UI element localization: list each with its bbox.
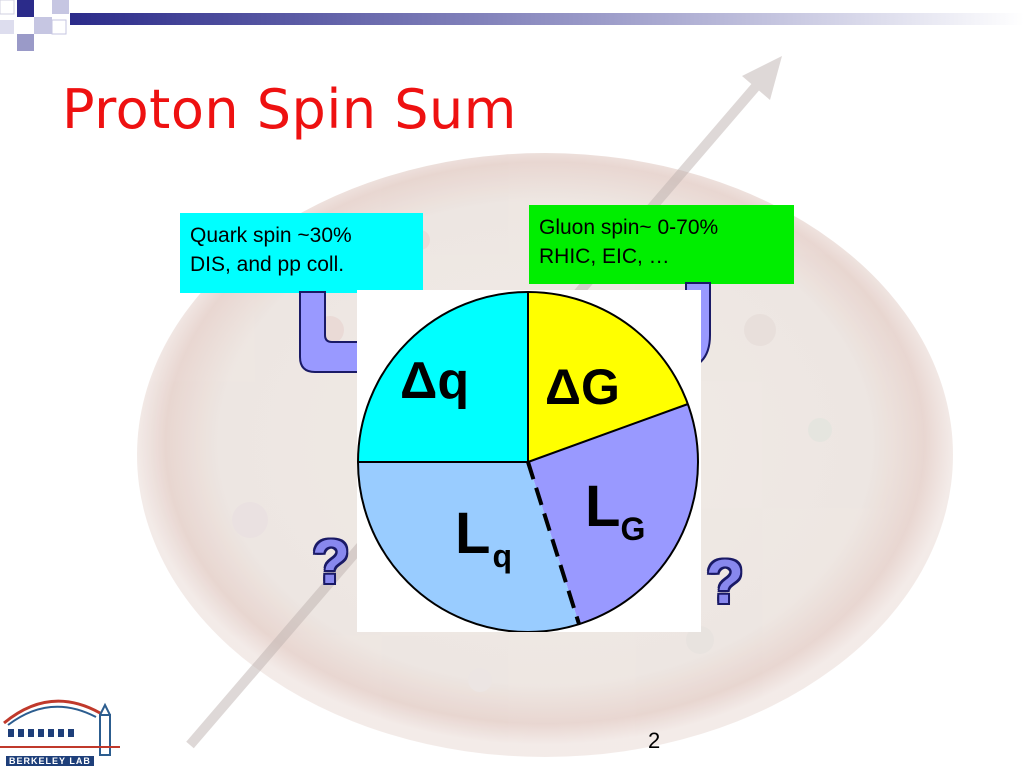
question-mark-left-icon: ? [312, 528, 350, 597]
l-q-segment [358, 462, 579, 632]
l-q-label: Lq [455, 505, 512, 573]
header-bar [70, 13, 1024, 25]
page-number: 2 [648, 728, 661, 753]
segment-divider-dashed [526, 461, 581, 625]
quark-experiments-line: DIS, and pp coll. [190, 253, 345, 276]
spin-pie-chart [357, 290, 701, 632]
l-g-segment [528, 404, 699, 624]
delta-symbol: Δ [545, 359, 581, 415]
berkeley-lab-logo-text: BERKELEY LAB [6, 756, 94, 766]
segment-divider-gluon [527, 403, 689, 463]
delta-g-label: ΔG [545, 362, 620, 412]
slide-title: Proton Spin Sum [62, 78, 517, 141]
l-q-subscript: q [492, 538, 512, 574]
berkeley-lab-logo [0, 699, 120, 756]
l-g-main: L [585, 474, 621, 539]
delta-q-letter: q [437, 352, 470, 410]
gluon-spin-line: Gluon spin~ 0-70% [539, 216, 719, 239]
l-g-subscript: G [620, 511, 646, 547]
delta-g-letter: G [580, 359, 620, 415]
quark-spin-callout: Quark spin ~30% DIS, and pp coll. [180, 213, 423, 293]
pie-outline [357, 291, 699, 632]
delta-q-segment [358, 292, 528, 462]
corner-squares-icon [0, 0, 69, 51]
l-g-label: LG [585, 478, 645, 546]
quark-spin-line: Quark spin ~30% [190, 224, 352, 247]
delta-symbol: Δ [400, 352, 438, 410]
l-q-main: L [455, 501, 491, 566]
question-mark-right-icon: ? [706, 548, 744, 617]
delta-g-segment [528, 291, 688, 462]
gluon-experiments-line: RHIC, EIC, … [539, 245, 670, 268]
delta-q-label: Δq [400, 355, 469, 407]
gluon-spin-callout: Gluon spin~ 0-70% RHIC, EIC, … [529, 205, 794, 284]
